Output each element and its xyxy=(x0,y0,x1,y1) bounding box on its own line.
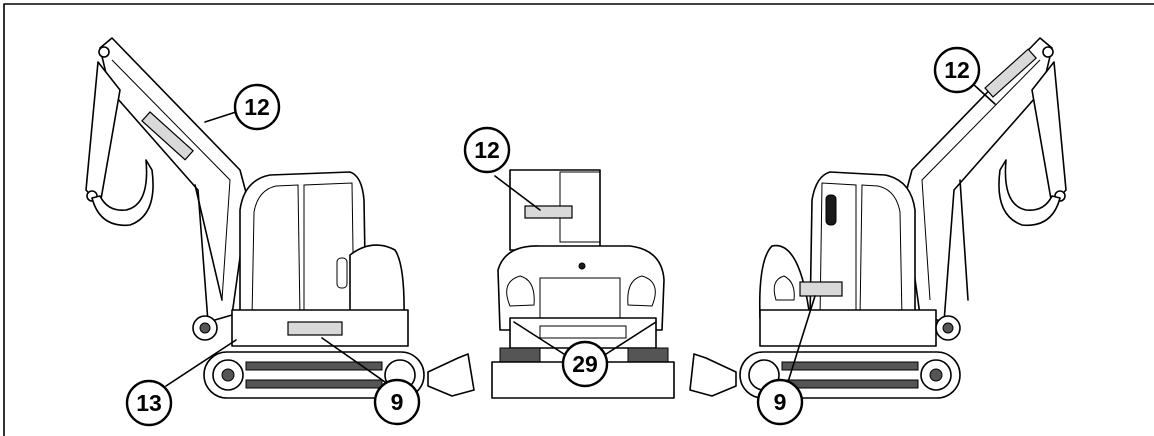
left-body-decal xyxy=(287,321,343,336)
leader-left-body xyxy=(321,337,386,383)
callout-number: 12 xyxy=(474,137,500,163)
right-lower-body xyxy=(759,309,937,347)
leader-rear-cab xyxy=(494,175,541,211)
leader-left-arm xyxy=(204,111,237,123)
callout-right-arm: 12 xyxy=(933,46,981,94)
left-cab xyxy=(239,171,367,321)
left-stick xyxy=(85,61,121,206)
leader-right-arm xyxy=(972,83,996,105)
right-cab xyxy=(809,171,916,321)
leader-lines xyxy=(165,83,996,387)
leader-rear-lower-right xyxy=(602,321,657,357)
right-arm-decal xyxy=(984,48,1037,98)
callout-number: 29 xyxy=(572,351,598,377)
left-boom xyxy=(99,37,249,323)
callout-left-arm: 12 xyxy=(233,83,281,131)
callout-rear-lower: 29 xyxy=(561,340,609,388)
right-stick xyxy=(1031,61,1067,206)
rear-cab-decal xyxy=(524,205,573,219)
right-body-decal xyxy=(799,281,843,297)
right-excavator xyxy=(689,37,1067,399)
leader-left-track xyxy=(165,339,237,387)
frame-border xyxy=(3,3,1154,436)
callout-left-track: 13 xyxy=(125,379,173,427)
right-engine-hood xyxy=(758,244,811,319)
right-bucket xyxy=(998,159,1061,227)
left-arm-decal xyxy=(141,111,194,161)
callout-number: 9 xyxy=(391,389,404,415)
callout-number: 12 xyxy=(244,94,270,120)
leader-right-body xyxy=(787,295,816,383)
callout-number: 9 xyxy=(774,389,787,415)
left-bucket xyxy=(91,159,154,227)
leader-rear-lower-left xyxy=(513,321,568,357)
left-engine-hood xyxy=(349,244,405,319)
callout-number: 13 xyxy=(136,390,162,416)
left-dozer-blade xyxy=(427,353,475,397)
callout-rear-cab: 12 xyxy=(463,126,511,174)
callout-number: 12 xyxy=(944,57,970,83)
left-excavator xyxy=(85,37,475,399)
callout-left-body: 9 xyxy=(373,378,421,426)
callout-right-body: 9 xyxy=(756,378,804,426)
right-boom xyxy=(903,37,1053,323)
right-dozer-blade xyxy=(689,353,737,397)
